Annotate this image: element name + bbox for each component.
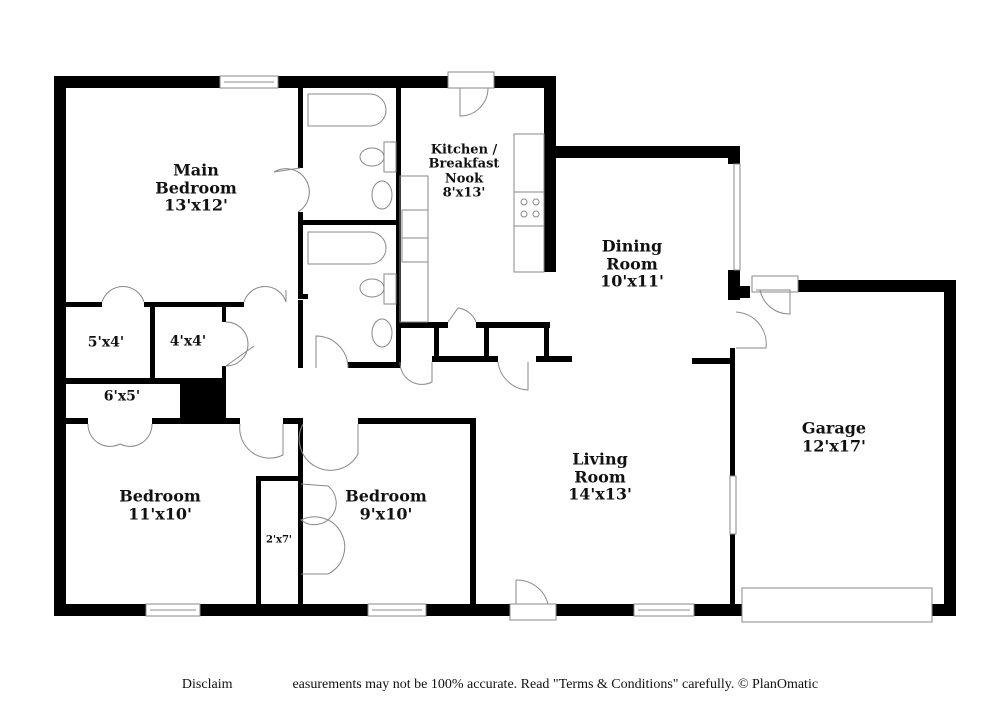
room-name: Garage <box>801 418 867 438</box>
room-dims: 10'x11' <box>600 271 664 291</box>
room-main-bedroom: Main Bedroom 13'x12' <box>155 162 237 215</box>
room-name: Kitchen / <box>430 142 498 158</box>
room-name: Room <box>574 467 626 487</box>
room-name: Bedroom <box>155 178 237 198</box>
room-name: Bedroom <box>345 486 427 506</box>
room-bedroom-2: Bedroom 11'x10' <box>119 487 201 522</box>
room-dims: 11'x10' <box>128 504 192 523</box>
room-dims: 14'x13' <box>568 484 632 504</box>
room-kitchen: Kitchen / Breakfast Nook 8'x13' <box>429 143 500 200</box>
room-closet-5x4: 5'x4' <box>87 334 125 351</box>
room-name: Breakfast <box>428 156 500 172</box>
walls <box>54 76 956 616</box>
room-name: Room <box>606 254 658 274</box>
room-closet-4x4: 4'x4' <box>169 333 207 350</box>
room-dims: 13'x12' <box>164 195 228 215</box>
disclaimer-text-right: easurements may not be 100% accurate. Re… <box>292 677 819 692</box>
room-dining: Dining Room 10'x11' <box>600 238 664 291</box>
room-name: Living <box>572 449 628 469</box>
disclaimer-footer: Disclaim easurements may not be 100% accu… <box>0 677 1000 693</box>
disclaimer-text-left: Disclaim <box>181 677 233 692</box>
room-name: Bedroom <box>119 486 201 506</box>
room-dims: 5'x4' <box>87 334 125 351</box>
room-name: Nook <box>444 171 484 186</box>
room-dims: 4'x4' <box>169 333 207 350</box>
room-dims: 2'x7' <box>265 534 293 546</box>
room-living: Living Room 14'x13' <box>568 451 632 504</box>
fixtures <box>87 71 933 623</box>
room-garage: Garage 12'x17' <box>802 419 866 454</box>
room-name: Main <box>173 160 219 180</box>
room-closet-6x5: 6'x5' <box>103 388 141 405</box>
room-bedroom-3: Bedroom 9'x10' <box>345 487 427 522</box>
room-dims: 8'x13' <box>442 185 486 201</box>
room-name: Dining <box>601 236 663 256</box>
room-dims: 12'x17' <box>802 436 866 455</box>
room-dims: 6'x5' <box>103 388 141 405</box>
room-closet-2x7: 2'x7' <box>266 535 292 546</box>
room-dims: 9'x10' <box>359 504 413 523</box>
